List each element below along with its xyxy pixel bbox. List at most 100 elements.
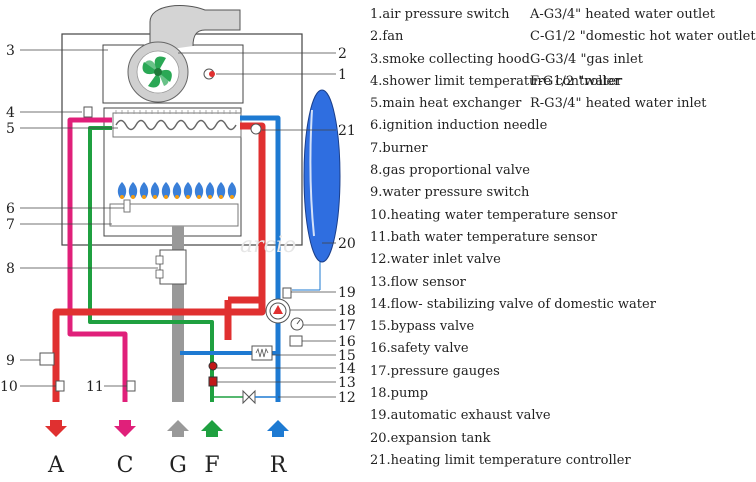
callout-16: 16: [338, 334, 356, 350]
legend-part: 17.pressure gauges: [370, 363, 500, 379]
gas-valve-coil-2: [155, 269, 164, 279]
bath-water-temp-sensor: [126, 380, 136, 392]
legend-row: 6.ignition induction needle: [370, 115, 720, 137]
expansion-tank-highlight: [309, 109, 315, 237]
legend-row: 14.flow- stabilizing valve of domestic w…: [370, 294, 720, 316]
boiler-diagram: 1 2 3 4 5 6 7 8 9 10 11 12 13 14 15 16 1…: [0, 5, 356, 478]
parts-legend: 1.air pressure switch A-G3/4" heated wate…: [370, 4, 756, 472]
legend-part: 10.heating water temperature sensor: [370, 207, 618, 223]
connection-a-label: A: [47, 453, 65, 478]
bypass-valve-spring: [255, 347, 269, 358]
legend-row: 20.expansion tank: [370, 428, 720, 450]
water-pressure-switch: [39, 352, 55, 366]
callout-15: 15: [338, 348, 356, 364]
callout-2: 2: [338, 46, 347, 62]
connection-g-label: G: [169, 453, 187, 478]
arrow-a: [45, 420, 67, 437]
pressure-gauge-needle: [296, 319, 301, 325]
callout-7: 7: [6, 217, 15, 233]
legend-part: 7.burner: [370, 140, 428, 156]
exhaust-flue: [149, 5, 241, 52]
burner-flame-tips: [120, 195, 234, 199]
callout-10: 10: [0, 379, 18, 395]
callout-20: 20: [338, 236, 356, 252]
legend-row: 4.shower limit temperature controllerF-G…: [370, 71, 720, 93]
gas-valve-coil: [155, 255, 164, 265]
cold-water-pipe: [88, 126, 214, 402]
heating-limit-controller: [250, 123, 262, 135]
legend-part: 16.safety valve: [370, 341, 469, 357]
connection-f-label: F: [204, 453, 219, 478]
arrow-r: [267, 420, 289, 437]
connection-r-label: R: [270, 453, 288, 478]
legend-part: 1.air pressure switch: [370, 7, 510, 22]
legend-part: 8.gas proportional valve: [370, 163, 530, 179]
air-pressure-switch-dot: [209, 71, 215, 77]
legend-row: 19.automatic exhaust valve: [370, 405, 720, 427]
legend-part: 13.flow sensor: [370, 274, 466, 290]
legend-part: 18.pump: [370, 386, 429, 402]
legend-part: 11.bath water temperature sensor: [370, 229, 597, 245]
legend-part: 6.ignition induction needle: [370, 118, 548, 134]
callout-18: 18: [338, 303, 356, 319]
legend-part: 5.main heat exchanger: [370, 96, 522, 112]
ignition-needle: [123, 199, 131, 213]
callout-14: 14: [338, 361, 356, 377]
legend-part: 3.smoke collecting hood: [370, 51, 530, 67]
legend-row: 18.pump: [370, 383, 720, 405]
legend-row: 8.gas proportional valve: [370, 160, 720, 182]
legend-connection: C-G1/2 "domestic hot water outlet: [530, 29, 756, 45]
legend-row: 12.water inlet valve: [370, 249, 720, 271]
arrow-g: [167, 420, 189, 437]
pump-symbol: [273, 305, 283, 314]
flow-stabilizing-valve: [208, 361, 218, 371]
burner-flames: [117, 182, 237, 198]
legend-connection: A-G3/4" heated water outlet: [530, 7, 716, 22]
legend-part: 9.water pressure switch: [370, 185, 530, 201]
callout-17: 17: [338, 318, 356, 334]
callout-6: 6: [6, 201, 15, 217]
leader-lines: [20, 49, 336, 398]
legend-part: 20.expansion tank: [370, 430, 491, 446]
connection-c-label: C: [117, 453, 134, 478]
legend-row: 2.fan C-G1/2 "domestic hot water outlet: [370, 26, 756, 48]
arrow-c: [114, 420, 136, 437]
legend-part: 14.flow- stabilizing valve of domestic w…: [370, 296, 656, 312]
heating-water-temp-sensor: [55, 380, 65, 392]
legend-row: 11.bath water temperature sensor: [370, 227, 720, 249]
callout-19: 19: [338, 285, 356, 301]
gas-proportional-valve: [159, 249, 187, 285]
legend-row: 17.pressure gauges: [370, 361, 720, 383]
callout-13: 13: [338, 375, 356, 391]
legend-row: 3.smoke collecting hoodG-G3/4 "gas inlet: [370, 49, 720, 71]
callout-9: 9: [6, 353, 15, 369]
legend-part: 21.heating limit temperature controller: [370, 452, 631, 468]
heat-exchanger-fins: [115, 110, 237, 114]
domestic-hot-water-pipe: [67, 117, 128, 402]
arrow-f: [201, 420, 223, 437]
legend-row: 5.main heat exchanger R-G3/4" heated wate…: [370, 93, 720, 115]
legend-row: 9.water pressure switch: [370, 182, 720, 204]
heating-outlet-pipe: [52, 299, 266, 402]
legend-part: 2.fan: [370, 29, 404, 45]
fan-hub: [154, 68, 162, 76]
legend-connection: G-G3/4 "gas inlet: [530, 51, 643, 67]
legend-row: 7.burner: [370, 138, 720, 160]
legend-row: 16.safety valve: [370, 338, 720, 360]
watermark: arcio: [240, 233, 296, 258]
expansion-tank: [303, 89, 341, 263]
legend-part: 12.water inlet valve: [370, 252, 501, 268]
legend-connection: R-G3/4" heated water inlet: [530, 96, 707, 112]
bypass-valve: [251, 345, 273, 361]
water-inlet-valve: [242, 389, 256, 405]
callout-1: 1: [338, 67, 347, 83]
callout-11: 11: [86, 379, 104, 395]
legend-connection: F-G1/2 "water: [530, 73, 623, 89]
callout-5: 5: [6, 121, 15, 137]
legend-row: 1.air pressure switch A-G3/4" heated wate…: [370, 4, 720, 26]
callout-21: 21: [338, 123, 356, 139]
callout-3: 3: [6, 43, 15, 59]
callout-8: 8: [6, 261, 15, 277]
callout-12: 12: [338, 390, 356, 406]
heat-exchanger-coil: [115, 119, 237, 131]
